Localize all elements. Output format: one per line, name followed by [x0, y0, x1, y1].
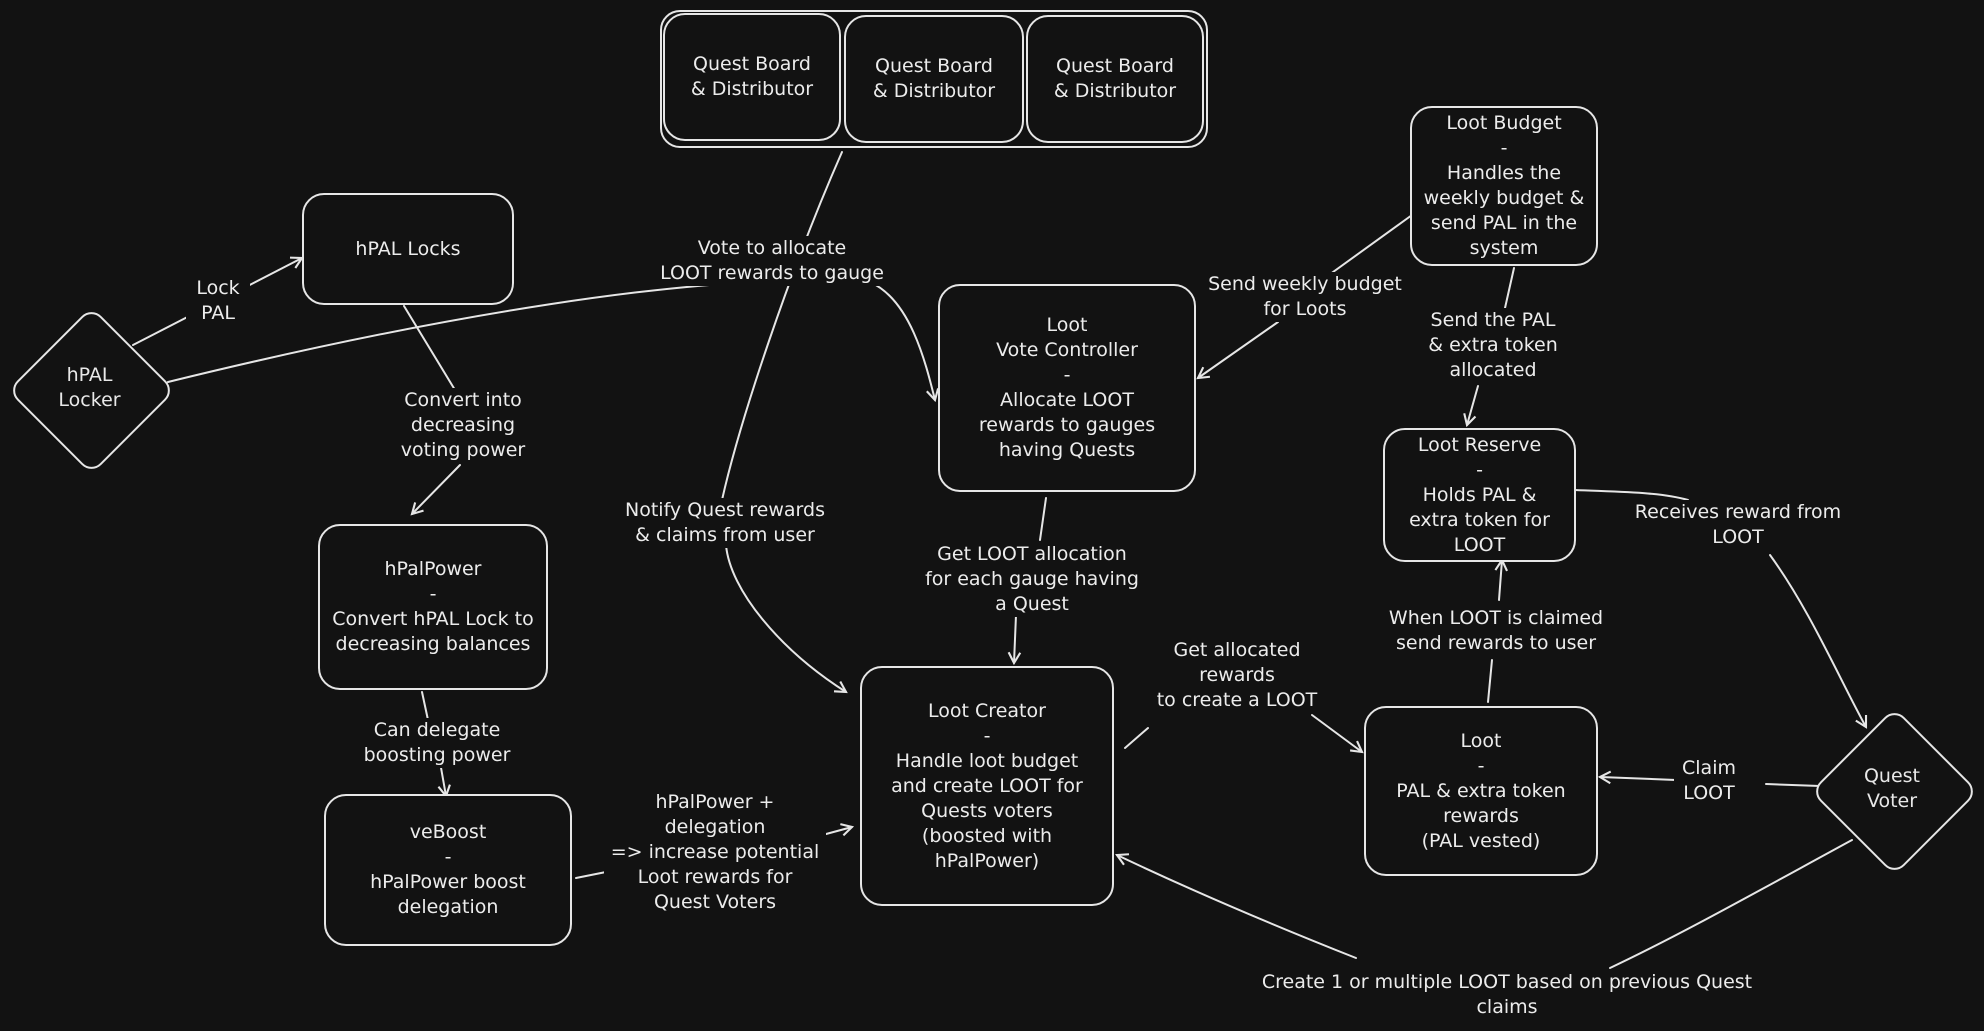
label-vote-allocate: Vote to allocate LOOT rewards to gauge: [640, 236, 904, 286]
vote-controller-node: Loot Vote Controller - Allocate LOOT rew…: [938, 284, 1196, 492]
quest-board-1: Quest Board & Distributor: [663, 13, 841, 141]
edge-create-loot-b: [1115, 853, 1357, 959]
hpal-locker-node: hPAL Locker: [7, 305, 176, 475]
label-lock-pal: Lock PAL: [186, 276, 250, 326]
edge-send-pal-b: [1463, 385, 1479, 428]
hpal-locks-label: hPAL Locks: [355, 237, 461, 260]
edge-send-pal-a: [1504, 267, 1515, 309]
edge-claim-loot-a: [1765, 783, 1821, 787]
quest-board-3-label: Quest Board & Distributor: [1053, 55, 1177, 102]
label-convert-voting-power: Convert into decreasing voting power: [386, 388, 540, 463]
quest-board-2: Quest Board & Distributor: [844, 15, 1024, 143]
edge-notify-quest-2: [725, 544, 848, 694]
edge-loot-claimed-b: [1494, 557, 1508, 601]
edge-notify-quest: [721, 151, 843, 501]
quest-board-3: Quest Board & Distributor: [1026, 15, 1204, 143]
edge-delegation-a: [575, 871, 607, 879]
loot-label: Loot - PAL & extra token rewards (PAL ve…: [1396, 729, 1566, 852]
quest-board-2-label: Quest Board & Distributor: [872, 55, 996, 102]
edge-get-allocated-b: [1311, 714, 1364, 754]
edge-can-delegate: [421, 691, 429, 721]
edge-weekly-budget-a: [1321, 214, 1413, 281]
label-receives-reward: Receives reward from LOOT: [1616, 500, 1860, 550]
label-when-loot-claimed: When LOOT is claimed send rewards to use…: [1370, 606, 1622, 656]
label-create-loot: Create 1 or multiple LOOT based on previ…: [1228, 970, 1786, 1020]
loot-node: Loot - PAL & extra token rewards (PAL ve…: [1364, 706, 1598, 876]
loot-reserve-label: Loot Reserve - Holds PAL & extra token f…: [1409, 433, 1550, 556]
loot-budget-label: Loot Budget - Handles the weekly budget …: [1423, 112, 1585, 259]
label-hpalpower-delegation: hPalPower + delegation => increase poten…: [604, 790, 826, 915]
label-get-allocated-rewards: Get allocated rewards to create a LOOT: [1130, 638, 1344, 713]
edge-convert-arrow: [410, 464, 461, 516]
veboost-label: veBoost - hPalPower boost delegation: [370, 821, 526, 918]
edge-claim-loot-b: [1597, 770, 1677, 785]
edge-loot-claimed-a: [1487, 659, 1493, 703]
edge-get-allocation-a: [1039, 497, 1047, 541]
edge-vote-allocate: [167, 279, 940, 403]
loot-budget-node: Loot Budget - Handles the weekly budget …: [1410, 106, 1598, 266]
loot-reserve-node: Loot Reserve - Holds PAL & extra token f…: [1383, 428, 1576, 562]
hpal-locks-node: hPAL Locks: [302, 193, 514, 305]
vote-controller-label: Loot Vote Controller - Allocate LOOT rew…: [978, 314, 1156, 461]
quest-voter-node: Quest Voter: [1809, 706, 1979, 876]
edge-receives-a: [1574, 489, 1689, 501]
quest-board-1-label: Quest Board & Distributor: [690, 53, 814, 100]
edge-receives-b: [1769, 554, 1868, 729]
hpal-locker-label: hPAL Locker: [58, 364, 121, 411]
hpalpower-node: hPalPower - Convert hPAL Lock to decreas…: [318, 524, 548, 690]
edge-create-loot-a: [1609, 839, 1853, 969]
label-claim-loot: Claim LOOT: [1674, 756, 1744, 806]
loot-creator-node: Loot Creator - Handle loot budget and cr…: [860, 666, 1114, 906]
edge-weekly-budget-b: [1196, 321, 1279, 380]
label-notify-quest: Notify Quest rewards & claims from user: [600, 498, 850, 548]
quest-board-group: [660, 10, 1208, 148]
edge-get-allocated-a: [1124, 727, 1149, 749]
label-get-loot-allocation: Get LOOT allocation for each gauge havin…: [910, 542, 1154, 617]
label-can-delegate: Can delegate boosting power: [352, 718, 522, 768]
hpalpower-label: hPalPower - Convert hPAL Lock to decreas…: [332, 558, 534, 655]
edge-get-allocation-b: [1007, 614, 1022, 666]
quest-voter-label: Quest Voter: [1863, 765, 1921, 812]
edge-convert: [403, 305, 456, 391]
veboost-node: veBoost - hPalPower boost delegation: [324, 794, 572, 946]
loot-creator-label: Loot Creator - Handle loot budget and cr…: [891, 699, 1083, 872]
label-send-pal-extra: Send the PAL & extra token allocated: [1408, 308, 1578, 383]
label-send-weekly-budget: Send weekly budget for Loots: [1198, 272, 1412, 322]
